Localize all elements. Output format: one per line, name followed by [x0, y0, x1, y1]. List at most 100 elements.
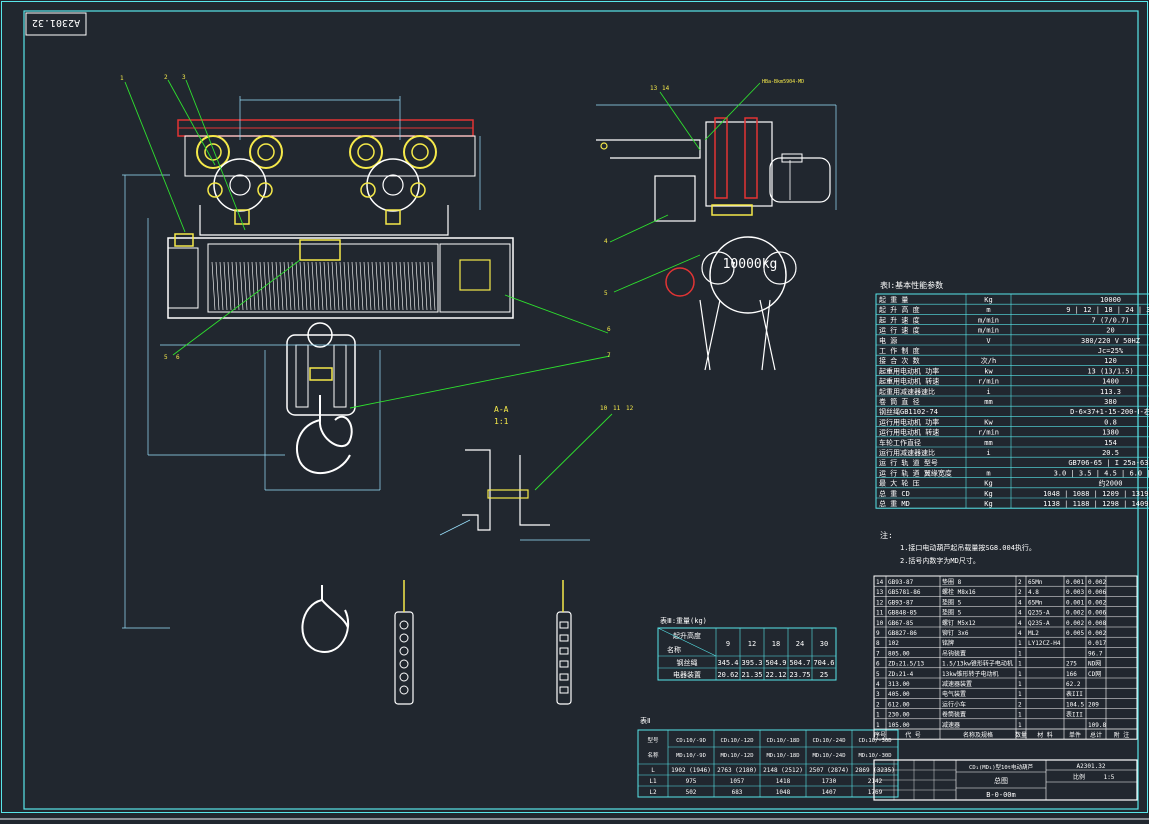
bom-cell: GB827-86 [888, 630, 917, 637]
table1-cell-label: 接 合 次 数 [879, 356, 920, 365]
bom-cell: 612.00 [888, 701, 910, 708]
table2-header2: 名称 [647, 751, 659, 759]
bom-cell: 0.002 [1088, 630, 1106, 637]
table1-cell-unit: Kg [984, 296, 992, 304]
balloon-2: 2 [164, 74, 168, 81]
table1-cell-unit: 次/h [981, 356, 996, 365]
table1-cell-label: 运行用减速器速比 [879, 448, 935, 457]
table1-cell-unit: Kg [984, 480, 992, 488]
balloon-7: 7 [607, 352, 611, 359]
table1-cell-label: 电 源 [879, 336, 897, 345]
tb-drawing-no: A2301.32 [1077, 763, 1106, 770]
notes: 注: 1.接口电动葫芦起吊载量按SG8.004执行。 2.括号内数字为MD尺寸。 [880, 530, 1036, 565]
bom-cell: 10 [876, 620, 884, 627]
table3-header: 30 [820, 640, 828, 648]
table3-header: 12 [748, 640, 756, 648]
inner-frame [23, 10, 1139, 810]
bom-cell: 1 [876, 712, 880, 719]
bom-cell: ND网 [1088, 661, 1101, 668]
bom-cell: 8 [876, 640, 880, 647]
bom-cell: ML2 [1028, 630, 1039, 637]
table1-cell-unit: m/min [978, 316, 999, 324]
bom-cell: 1 [1018, 671, 1022, 678]
bom-cell: 0.001 [1066, 599, 1084, 606]
bom-cell: 2 [876, 701, 880, 708]
table1-cell-label: 运 行 轨 道 翼缘宽度 [879, 468, 952, 477]
table1-cell-unit: Kg [984, 490, 992, 498]
table3-header: 起升高度 [673, 631, 701, 640]
rail-beam [177, 119, 476, 177]
bom-cell: 电气装置 [942, 690, 966, 698]
table2-header: CD₁10/-18D [766, 738, 799, 744]
table1-cell-value: 7 (7/0.7) [1092, 316, 1130, 324]
table3-title: 表Ⅲ:重量(kg) [660, 616, 707, 625]
table2-cell: 2763 (2180) [717, 767, 757, 774]
bom-cell: 2 [1018, 589, 1022, 596]
trolley-wheels-right [349, 135, 437, 225]
section-scale: 1:1 [494, 417, 509, 426]
bom-cell: 1 [1018, 661, 1022, 668]
table1-cell-value: 1400 [1102, 378, 1119, 386]
table1-cell-value: 1138 | 1188 | 1298 | 1409 | 1521 [1043, 500, 1149, 508]
bom-cell: 11 [876, 610, 884, 617]
bom-cell: 65Mn [1028, 599, 1043, 606]
bom-cell: 1 [1018, 691, 1022, 698]
table3-cell: 20.62 [717, 671, 738, 679]
bom-cell: 垫圈 5 [942, 598, 962, 606]
bom-cell: 4 [1018, 630, 1022, 637]
tb-ratio: 1:5 [1104, 774, 1115, 781]
table3-cell: 704.6 [813, 659, 834, 667]
tb-code: B-0-00m [986, 791, 1016, 799]
bom-cell: 减速器 [942, 721, 960, 729]
bom-cell: 0.002 [1088, 599, 1106, 606]
table3-cell: 25 [820, 671, 828, 679]
table3-cell: 22.12 [765, 671, 786, 679]
table1-cell-label: 运行用电动机 功率 [879, 417, 939, 426]
table2-cell: 2142 [868, 778, 883, 785]
table1-cell-label: 起 重 量 [879, 296, 908, 304]
table1-cell-value: 0.8 [1104, 418, 1117, 426]
bom-header: 代 号 [905, 731, 921, 739]
bom-cell: 104.5 [1066, 701, 1084, 708]
balloon-12: 12 [626, 405, 634, 412]
bom-cell: 0.006 [1088, 610, 1106, 617]
table1-cell-unit: m [986, 469, 990, 477]
table2-cell: 1418 [776, 778, 791, 785]
balloon-3: 3 [182, 74, 186, 81]
bom-header: 附 注 [1114, 731, 1130, 739]
bom-cell: 13 [876, 589, 884, 596]
table2-cell: L2 [649, 789, 657, 796]
balloon-6a: 6 [176, 354, 180, 361]
bom-cell: 垫圈 5 [942, 609, 962, 617]
table1-cell-label: 总 重 CD [879, 489, 910, 498]
table3-header: 18 [772, 640, 780, 648]
bom-cell: 4 [1018, 620, 1022, 627]
balloon-4: 4 [604, 238, 608, 245]
table1-cell-value: GB706-65 | I 25a-63a [1068, 459, 1149, 467]
bom-cell: 铭牌 [942, 639, 954, 647]
balloon-11: 11 [613, 405, 621, 412]
table1-cell-value: 113.3 [1100, 388, 1121, 396]
bom-cell: 0.001 [1066, 579, 1084, 586]
table2-cell: 1730 [822, 778, 837, 785]
bom-cell: 0.005 [1066, 630, 1084, 637]
bom-cell: 65Mn [1028, 579, 1043, 586]
balloon-13: 13 [650, 85, 658, 92]
bom-cell: 62.2 [1066, 681, 1081, 688]
table1-cell-unit: i [986, 449, 990, 457]
bom-cell: ZD₁21-4 [888, 671, 914, 678]
table3-cell: 钢丝绳 [677, 658, 698, 667]
bom-cell: 表III [1066, 711, 1083, 719]
bom-header: 名称及规格 [963, 731, 993, 739]
balloon-10: 10 [600, 405, 608, 412]
bom-cell: 运行小车 [942, 700, 966, 708]
bom-cell: 7 [876, 650, 880, 657]
table1-cell-unit: kw [984, 367, 993, 375]
bom-cell: 螺钉 M5x12 [942, 619, 976, 627]
table1-cell-value: 154 [1104, 439, 1117, 447]
front-balloons: 1 2 3 5 6 6 7 [120, 74, 611, 361]
